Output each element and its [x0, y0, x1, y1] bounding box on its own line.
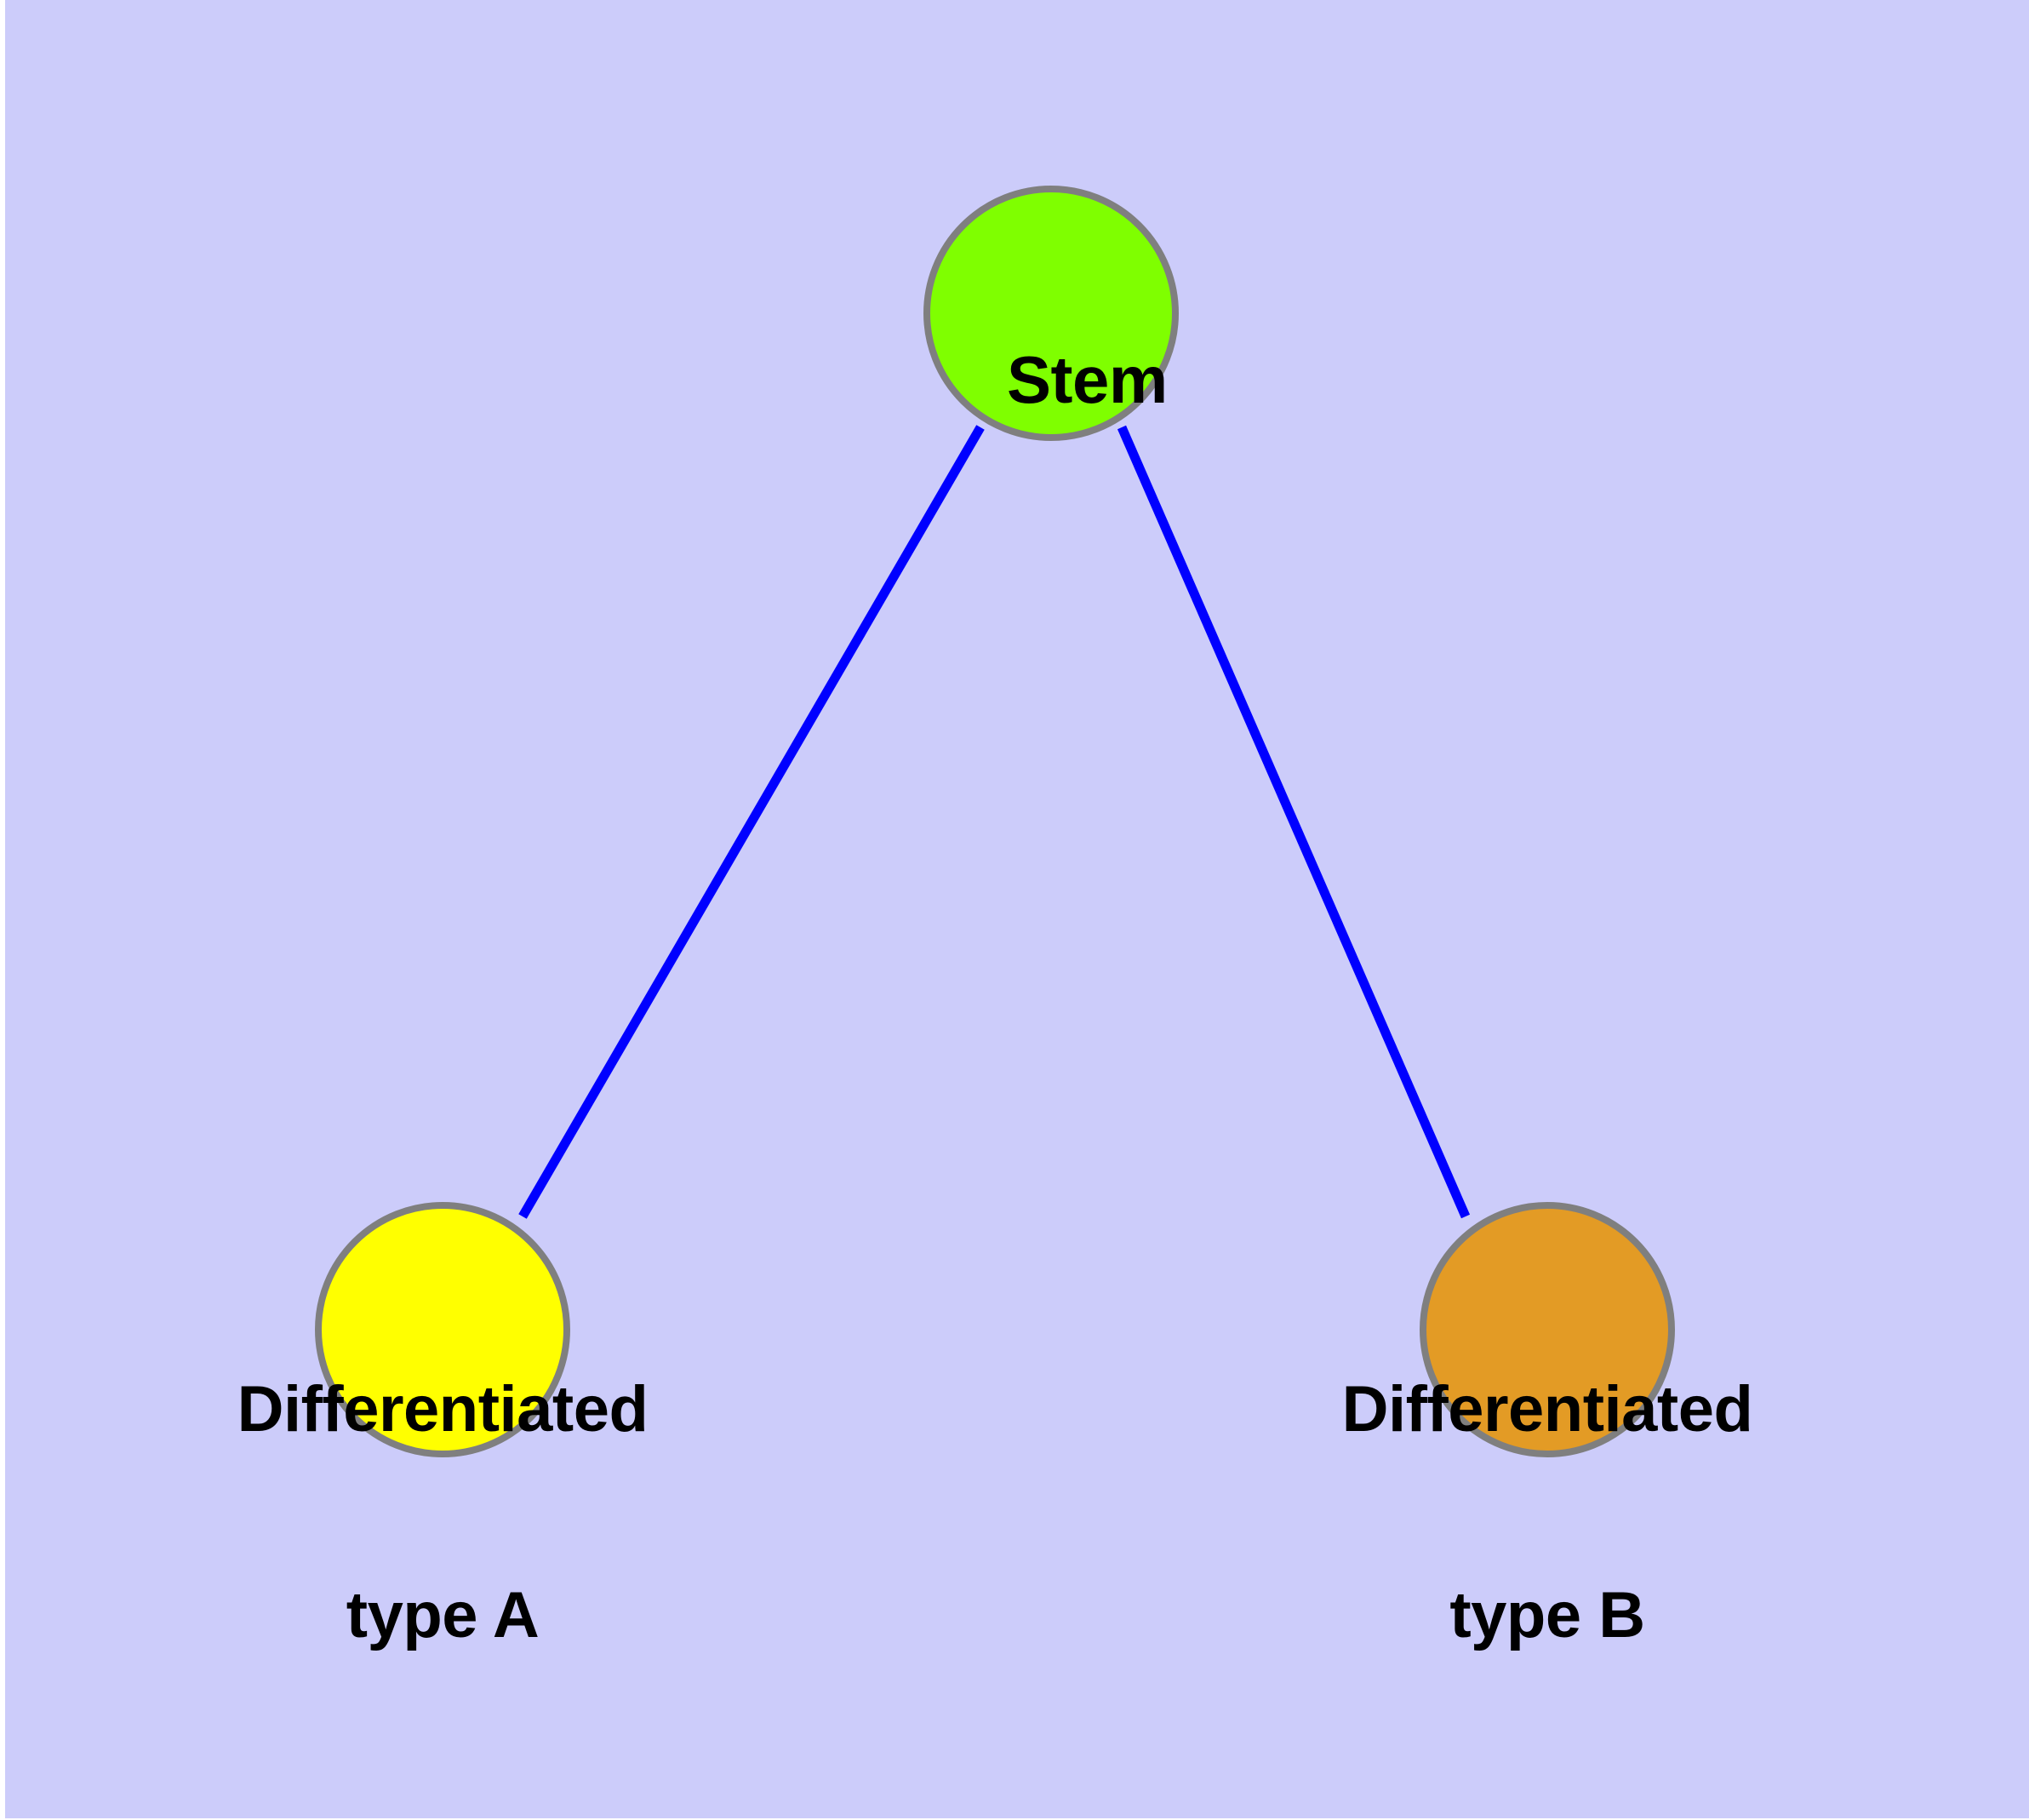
node-stem[interactable]: [923, 186, 1179, 441]
node-differentiated-type-a[interactable]: [315, 1202, 570, 1457]
node-differentiated-type-b[interactable]: [1420, 1202, 1675, 1457]
edge-stem-to-differentiated-a: [518, 425, 985, 1219]
edge-stem-to-differentiated-b: [1117, 425, 1471, 1219]
